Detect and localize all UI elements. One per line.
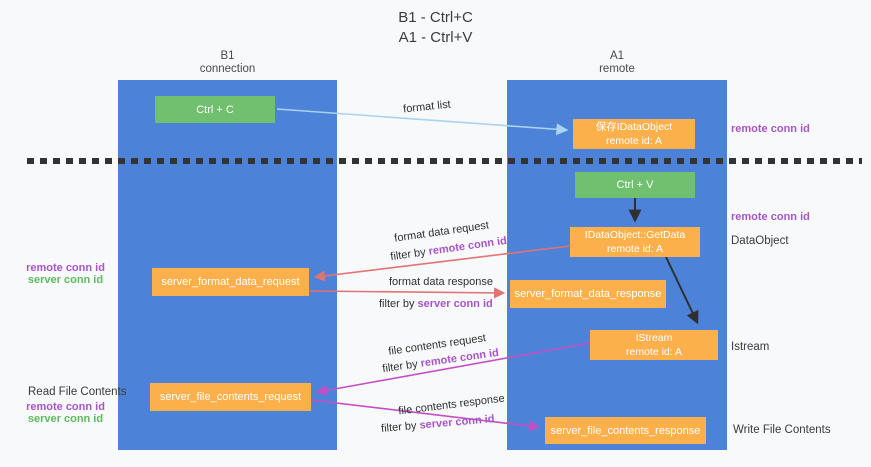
right-label-write-file-contents: Write File Contents bbox=[733, 424, 831, 436]
left-label-server-conn-id-2: server conn id bbox=[27, 413, 104, 425]
node-save-idataobject-line2: remote id: A bbox=[605, 135, 663, 147]
node-server-format-data-request: server_format_data_request bbox=[152, 268, 309, 296]
label-filter-by-server-conn-id-1: filter by server conn id bbox=[379, 298, 493, 311]
filter-by-text: filter by bbox=[389, 246, 427, 264]
right-label-remote-conn-id-2: remote conn id bbox=[731, 211, 810, 223]
lane-b1-name: B1 bbox=[220, 50, 235, 62]
lane-header-b1: B1 connection bbox=[118, 50, 337, 76]
label-format-list: format list bbox=[402, 98, 452, 116]
session-separator-dashed-line bbox=[27, 158, 862, 164]
filter-by-text: filter by bbox=[379, 298, 415, 310]
server-conn-id-text: server conn id bbox=[417, 298, 493, 310]
node-idataobject-getdata-line1: IDataObject::GetData bbox=[584, 229, 686, 241]
node-idataobject-getdata-line2: remote id: A bbox=[606, 243, 664, 255]
lane-a1-role: remote bbox=[599, 63, 635, 75]
right-label-remote-conn-id-1: remote conn id bbox=[731, 123, 810, 135]
label-filter-by-server-conn-id-2: filter by server conn id bbox=[381, 413, 495, 436]
left-label-read-file-contents: Read File Contents bbox=[28, 386, 127, 398]
diagram-title: B1 - Ctrl+C A1 - Ctrl+V bbox=[0, 8, 871, 48]
diagram-title-line2: A1 - Ctrl+V bbox=[398, 29, 473, 46]
node-server-format-data-request-label: server_format_data_request bbox=[161, 276, 300, 288]
left-label-server-conn-id-1: server conn id bbox=[27, 274, 104, 286]
node-server-format-data-response: server_format_data_response bbox=[510, 280, 666, 308]
right-label-istream: Istream bbox=[731, 341, 770, 353]
node-save-idataobject-line1: 保存IDataObject bbox=[595, 121, 673, 133]
node-istream: IStream remote id: A bbox=[590, 330, 718, 360]
left-label-remote-conn-id-2: remote conn id bbox=[26, 401, 105, 413]
node-ctrl-v: Ctrl + V bbox=[575, 172, 695, 198]
node-ctrl-c-label: Ctrl + C bbox=[196, 103, 234, 116]
node-server-file-contents-response-label: server_file_contents_response bbox=[550, 424, 701, 437]
filter-by-text: filter by bbox=[380, 419, 418, 435]
right-label-dataobject: DataObject bbox=[731, 235, 789, 247]
diagram-title-line1: B1 - Ctrl+C bbox=[398, 9, 473, 26]
server-conn-id-text: server conn id bbox=[419, 413, 495, 432]
node-idataobject-getdata: IDataObject::GetData remote id: A bbox=[570, 227, 700, 257]
filter-by-text: filter by bbox=[381, 358, 419, 376]
lane-b1-role: connection bbox=[199, 63, 256, 75]
node-ctrl-c: Ctrl + C bbox=[155, 96, 275, 123]
node-save-idataobject: 保存IDataObject remote id: A bbox=[573, 119, 695, 149]
node-server-file-contents-request-label: server_file_contents_request bbox=[159, 391, 302, 403]
left-conn-id-group-1: remote conn id server conn id bbox=[18, 262, 113, 286]
lane-a1-name: A1 bbox=[609, 50, 625, 62]
lane-header-a1: A1 remote bbox=[507, 50, 727, 76]
node-server-format-data-response-label: server_format_data_response bbox=[514, 288, 662, 300]
node-istream-line2: remote id: A bbox=[625, 346, 683, 358]
node-ctrl-v-label: Ctrl + V bbox=[616, 179, 654, 191]
arrow-format-data-response bbox=[309, 287, 506, 299]
node-server-file-contents-response: server_file_contents_response bbox=[545, 417, 706, 444]
label-format-data-response: format data response bbox=[389, 276, 493, 288]
left-label-remote-conn-id-1: remote conn id bbox=[26, 262, 105, 274]
node-server-file-contents-request: server_file_contents_request bbox=[150, 383, 311, 411]
left-conn-id-group-2: remote conn id server conn id bbox=[18, 401, 113, 425]
node-istream-line1: IStream bbox=[635, 332, 673, 344]
